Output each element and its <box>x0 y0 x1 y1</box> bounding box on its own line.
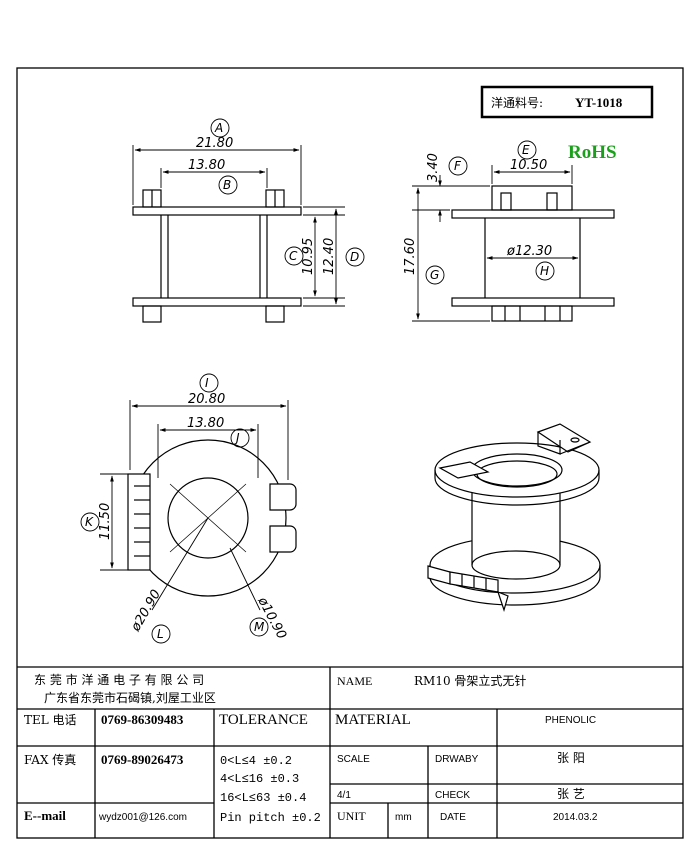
dim-e-letter: E <box>522 143 530 157</box>
dim-c-value: 10.95 <box>301 238 316 275</box>
dim-m-letter: M <box>254 620 265 634</box>
dim-d-value: 12.40 <box>322 238 337 275</box>
dim-f-value: 3.40 <box>426 153 441 182</box>
tolerance-row-4: Pin pitch ±0.2 <box>220 811 321 825</box>
part-number-box: 洋通料号: YT-1018 <box>480 85 654 119</box>
part-number-value: YT-1018 <box>575 95 623 110</box>
check-label: CHECK <box>435 790 470 801</box>
company-address: 广东省东莞市石碣镇,刘屋工业区 <box>44 690 216 705</box>
name-label: NAME <box>337 674 372 688</box>
title-block-grid <box>17 666 683 838</box>
date-label: DATE <box>440 812 466 823</box>
email-label: E--mail <box>24 808 66 823</box>
company-name: 东 莞 市 洋 通 电 子 有 限 公 司 <box>34 672 204 687</box>
top-dimensions <box>80 373 289 644</box>
dim-f-letter: F <box>454 159 462 173</box>
dim-h-value: ø12.30 <box>506 244 552 259</box>
dim-a-letter: A <box>214 121 223 135</box>
front-view <box>132 189 302 323</box>
drawby-label: DRWABY <box>435 754 479 765</box>
dim-b-letter: B <box>223 178 231 192</box>
tolerance-row-1: 0<L≤4 ±0.2 <box>220 754 292 768</box>
unit-value: mm <box>395 812 412 823</box>
tel-label: TEL 电话 <box>24 713 77 727</box>
top-view <box>127 439 297 597</box>
unit-label: UNIT <box>337 809 366 823</box>
isometric-view <box>427 423 601 613</box>
front-dimensions <box>132 118 365 307</box>
scale-value: 4/1 <box>337 790 351 801</box>
dim-k-value: 11.50 <box>98 503 113 540</box>
dim-b-value: 13.80 <box>188 158 225 173</box>
material-value: PHENOLIC <box>545 715 596 726</box>
tolerance-label: TOLERANCE <box>219 712 308 728</box>
dim-k-letter: K <box>85 515 94 529</box>
fax-value: 0769-89026473 <box>101 752 184 767</box>
name-value: RM10 骨架立式无针 <box>414 673 526 688</box>
dim-a-value: 21.80 <box>196 136 233 151</box>
dim-d-letter: D <box>350 250 359 264</box>
dim-l-letter: L <box>157 627 164 641</box>
tel-value: 0769-86309483 <box>101 712 184 727</box>
dim-e-value: 10.50 <box>510 158 547 173</box>
dim-j-letter: J <box>234 431 240 445</box>
scale-label: SCALE <box>337 754 370 765</box>
tolerance-row-3: 16<L≤63 ±0.4 <box>220 791 306 805</box>
email-value: wydz001@126.com <box>98 812 187 823</box>
check-value: 张 艺 <box>557 787 585 801</box>
dim-c-letter: C <box>289 249 298 263</box>
dim-i-letter: I <box>205 376 209 390</box>
material-label: MATERIAL <box>335 712 411 728</box>
side-view <box>451 185 615 322</box>
date-value: 2014.03.2 <box>553 812 598 823</box>
fax-label: FAX 传真 <box>24 752 76 767</box>
sheet-border <box>16 67 684 839</box>
dim-j-value: 13.80 <box>187 416 224 431</box>
tolerance-row-2: 4<L≤16 ±0.3 <box>220 772 299 786</box>
rohs-mark: RoHS <box>568 142 617 163</box>
dim-g-value: 17.60 <box>403 238 418 275</box>
drawby-value: 张 阳 <box>557 751 585 765</box>
dim-h-letter: H <box>540 264 549 278</box>
part-number-label: 洋通料号: <box>491 95 543 110</box>
side-dimensions <box>412 140 579 322</box>
dim-i-value: 20.80 <box>188 392 225 407</box>
dim-g-letter: G <box>430 268 439 282</box>
